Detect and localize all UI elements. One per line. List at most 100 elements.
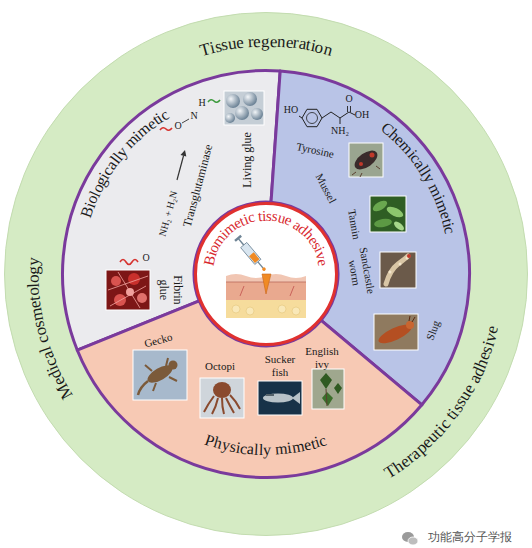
tannin-photo xyxy=(371,199,389,214)
ring-label: Therapeutic tissue adhesive xyxy=(381,320,502,481)
atom-label: H xyxy=(198,97,205,109)
syringe-icon xyxy=(258,262,263,268)
text-glyph: y xyxy=(263,442,271,458)
sucker-fish-photo xyxy=(266,394,274,396)
sector-title: Biologically mimetic xyxy=(78,106,173,222)
reaction-scheme xyxy=(181,150,187,157)
syringe-icon xyxy=(239,239,244,245)
reaction-scheme xyxy=(182,119,189,123)
octopus-photo xyxy=(200,378,244,418)
tannin-photo xyxy=(370,196,406,232)
ivy-photo xyxy=(326,389,327,406)
skin-illustration xyxy=(226,300,306,318)
ring-label: Tissue regeneration xyxy=(196,32,338,59)
skin-illustration xyxy=(232,305,240,313)
text-glyph: i xyxy=(262,208,267,223)
mussel-photo xyxy=(352,166,380,177)
fibrin-photo xyxy=(106,270,150,310)
slug-photo xyxy=(412,317,415,322)
atom-label: O xyxy=(142,252,149,264)
octopus-photo xyxy=(204,395,240,414)
mussel-photo xyxy=(370,153,375,158)
gecko-photo xyxy=(133,350,187,400)
text-glyph: g xyxy=(261,32,270,49)
sandcastle-worm-photo xyxy=(407,254,411,258)
center-circle-outline xyxy=(196,204,337,345)
outer-ring-outline xyxy=(5,13,528,536)
text-glyph: e xyxy=(253,33,261,50)
sector-title: Chemically mimetic xyxy=(378,120,459,239)
tyrosine-structure xyxy=(349,112,355,115)
sucker-fish-photo xyxy=(258,381,302,415)
sandcastle-worm-photo xyxy=(399,263,402,266)
tyrosine-structure xyxy=(307,113,318,124)
ivy-photo xyxy=(320,373,332,389)
text-glyph: r xyxy=(247,33,254,50)
mussel-photo xyxy=(349,143,383,177)
atom-label: NH₂ xyxy=(331,125,349,137)
fibrin-photo xyxy=(108,272,148,308)
reaction-scheme xyxy=(120,100,220,265)
fibrin-photo xyxy=(106,270,150,310)
text-glyph: l xyxy=(25,283,42,289)
mussel-photo xyxy=(349,143,383,177)
formula-label: NH₂ + H₂N xyxy=(156,190,179,238)
ivy-photo xyxy=(322,392,333,406)
living-glue-photo xyxy=(226,94,240,108)
syringe-icon xyxy=(234,235,242,242)
skin-illustration xyxy=(262,274,271,294)
skin-illustration xyxy=(292,307,300,315)
text-glyph: m xyxy=(274,441,288,458)
living-glue-photo xyxy=(235,106,249,120)
skin-illustration xyxy=(226,274,306,318)
gecko-photo xyxy=(133,350,187,400)
reaction-scheme xyxy=(177,156,184,181)
living-glue-photo xyxy=(251,108,263,120)
living-glue-photo xyxy=(224,91,264,125)
mussel-photo xyxy=(359,162,363,166)
fibrin-photo xyxy=(128,273,140,285)
tyrosine-structure xyxy=(299,106,355,127)
watermark-icon xyxy=(408,537,418,545)
tannin-photo xyxy=(370,196,406,232)
sector-wedge-outline xyxy=(63,71,281,351)
skin-illustration xyxy=(290,286,294,296)
text-glyph: y xyxy=(25,257,42,266)
text-glyph: a xyxy=(246,441,254,458)
sector-title: Physically mimetic xyxy=(201,432,332,459)
tannin-photo xyxy=(385,205,405,220)
tyrosine-structure xyxy=(347,106,348,112)
text-glyph: e xyxy=(269,32,277,49)
tyrosine-structure xyxy=(350,106,351,112)
skin-illustration xyxy=(240,286,244,296)
ivy-photo xyxy=(312,369,344,409)
ivy-photo xyxy=(334,383,342,394)
syringe-icon xyxy=(234,235,268,273)
gecko-photo xyxy=(138,381,148,395)
skin-illustration xyxy=(278,305,286,313)
tyrosine-structure xyxy=(299,116,302,118)
atom-label: N xyxy=(190,110,197,122)
gecko-photo xyxy=(169,361,178,370)
syringe-icon xyxy=(249,252,259,263)
atom-label: O xyxy=(174,120,181,132)
sandcastle-worm-photo xyxy=(389,271,392,274)
item-label: English ivy xyxy=(302,345,342,370)
item-label: Fibrin glue xyxy=(156,270,184,310)
watermark: 功能高分子学报 xyxy=(428,531,512,545)
living-glue-photo xyxy=(225,113,235,123)
tyrosine-structure xyxy=(302,109,322,126)
atom-label: HO xyxy=(284,104,298,116)
sucker-fish-photo xyxy=(292,392,300,404)
slug-photo xyxy=(374,314,418,350)
text-glyph: e xyxy=(235,34,244,52)
sucker-fish-photo xyxy=(258,381,302,415)
sandcastle-worm-photo xyxy=(380,252,416,288)
reaction-scheme xyxy=(208,100,220,103)
slug-photo xyxy=(409,316,410,321)
text-glyph: c xyxy=(441,225,458,236)
tannin-photo xyxy=(373,217,392,228)
ivy-photo xyxy=(312,369,344,409)
